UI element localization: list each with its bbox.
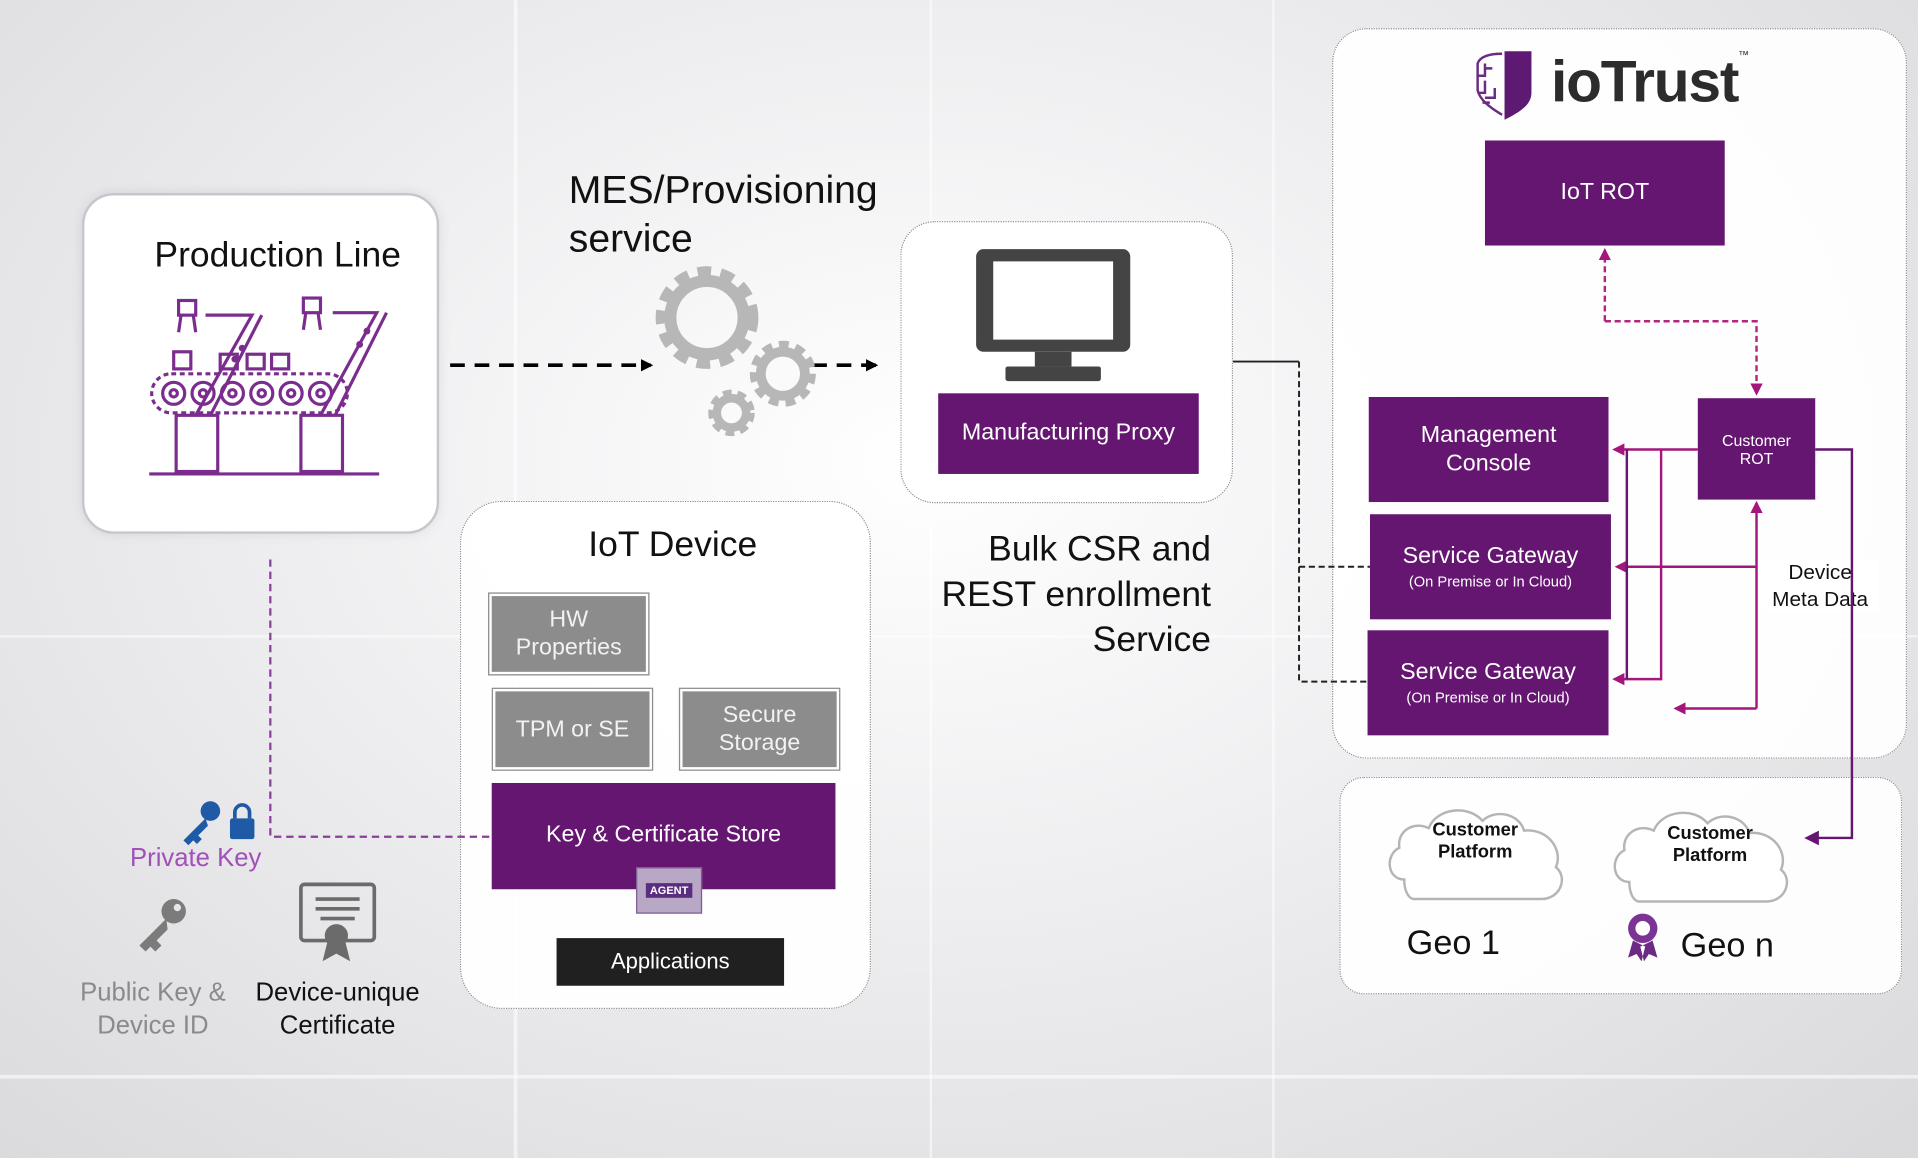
public-line2: Device ID [97, 1011, 209, 1040]
mes-label-line2: service [568, 216, 693, 261]
blue-key-lock-icon [183, 801, 255, 846]
public-key-label: Public Key & Device ID [67, 976, 238, 1042]
mgmt-line2: Console [1445, 450, 1532, 477]
cloud1-line2: Platform [1437, 841, 1513, 863]
sg2-sub: (On Premise or In Cloud) [1406, 688, 1570, 707]
customer-rot-box: Customer ROT [1697, 398, 1816, 500]
cloud-icon [1613, 811, 1789, 903]
cloud-icon [1388, 809, 1564, 901]
bulk-csr-line2: REST enrollment [941, 575, 1211, 615]
bulk-csr-line3: Service [1092, 620, 1211, 660]
sg1-title: Service Gateway [1402, 543, 1579, 570]
gear-small-icon [708, 389, 755, 437]
key-certificate-store-box: Key & Certificate Store [491, 782, 836, 890]
sg2-title: Service Gateway [1400, 659, 1576, 686]
cert-line2: Certificate [279, 1011, 396, 1040]
management-console-box: Management Console [1368, 396, 1609, 503]
agent-badge: AGENT [636, 867, 703, 914]
applications-box: Applications [556, 938, 785, 986]
proxy-to-gateway-connectors [1232, 360, 1370, 683]
mes-label: MES/Provisioning service [569, 165, 878, 263]
geo-n-label: Geo n [1680, 925, 1774, 964]
hw-properties-box: HW Properties [488, 592, 650, 676]
monitor-icon [976, 249, 1131, 382]
certificate-label: Device-unique Certificate [242, 976, 433, 1042]
cloud-1-label: Customer Platform [1407, 820, 1544, 864]
cloud1-line1: Customer [1432, 819, 1518, 841]
cloud2-line1: Customer [1667, 823, 1753, 845]
gear-medium-icon [749, 340, 816, 407]
award-ribbon-icon [1628, 913, 1658, 962]
customer-rot-line2: ROT [1739, 448, 1774, 468]
secure-storage-box: Secure Storage [678, 687, 841, 771]
geo-1-label: Geo 1 [1406, 923, 1500, 962]
production-line-card [81, 192, 440, 534]
iotrust-shield-icon [1476, 51, 1532, 120]
meta-line2: Meta Data [1772, 587, 1869, 611]
rot-link [1598, 247, 1763, 396]
hw-line2: Properties [515, 635, 622, 661]
trademark-mark: ™ [1738, 48, 1749, 62]
public-line1: Public Key & [80, 978, 226, 1007]
bg-streak [1272, 0, 1275, 1158]
bulk-csr-label: Bulk CSR and REST enrollment Service [905, 528, 1211, 664]
gear-large-icon [655, 266, 759, 369]
service-gateway-1-box: Service Gateway (On Premise or In Cloud) [1369, 514, 1611, 620]
cloud-2-label: Customer Platform [1642, 823, 1779, 867]
hw-line1: HW [549, 607, 589, 633]
mes-label-line1: MES/Provisioning [568, 167, 878, 212]
meta-line1: Device [1788, 560, 1852, 584]
private-key-label: Private Key [130, 844, 262, 873]
bg-streak [0, 1074, 1918, 1079]
mgmt-line1: Management [1420, 422, 1557, 449]
device-meta-data-label: Device Meta Data [1761, 559, 1879, 614]
tpm-box: TPM or SE [491, 687, 654, 771]
iotrust-logo-text: ioTrust™ [1551, 48, 1749, 116]
iot-rot-box: IoT ROT [1484, 140, 1725, 246]
cloud2-line2: Platform [1672, 845, 1748, 867]
production-line-title: Production Line [154, 235, 401, 275]
bulk-csr-line1: Bulk CSR and [988, 530, 1211, 570]
robot-arms-icon [149, 296, 388, 476]
service-gateway-2-box: Service Gateway (On Premise or In Cloud) [1367, 630, 1609, 736]
iotrust-logo-word: ioTrust [1551, 50, 1739, 115]
agent-badge-label: AGENT [646, 883, 693, 898]
key-store-label: Key & Certificate Store [546, 822, 782, 848]
sg1-sub: (On Premise or In Cloud) [1408, 572, 1573, 590]
certificate-icon [299, 882, 377, 962]
gears-icon [655, 266, 816, 437]
iot-device-title: IoT Device [588, 525, 758, 565]
customer-rot-to-platform-link [1625, 448, 1854, 846]
provisioning-dashed-link [269, 559, 492, 838]
secure-line2: Storage [718, 730, 801, 757]
cert-line1: Device-unique [255, 978, 420, 1007]
customer-rot-line1: Customer [1722, 430, 1791, 449]
gray-key-icon [139, 899, 186, 952]
secure-line1: Secure [722, 702, 797, 729]
manufacturing-proxy-box: Manufacturing Proxy [938, 393, 1199, 474]
customer-rot-links [1612, 443, 1763, 715]
bg-streak [0, 635, 1918, 638]
bg-streak [929, 0, 933, 1158]
